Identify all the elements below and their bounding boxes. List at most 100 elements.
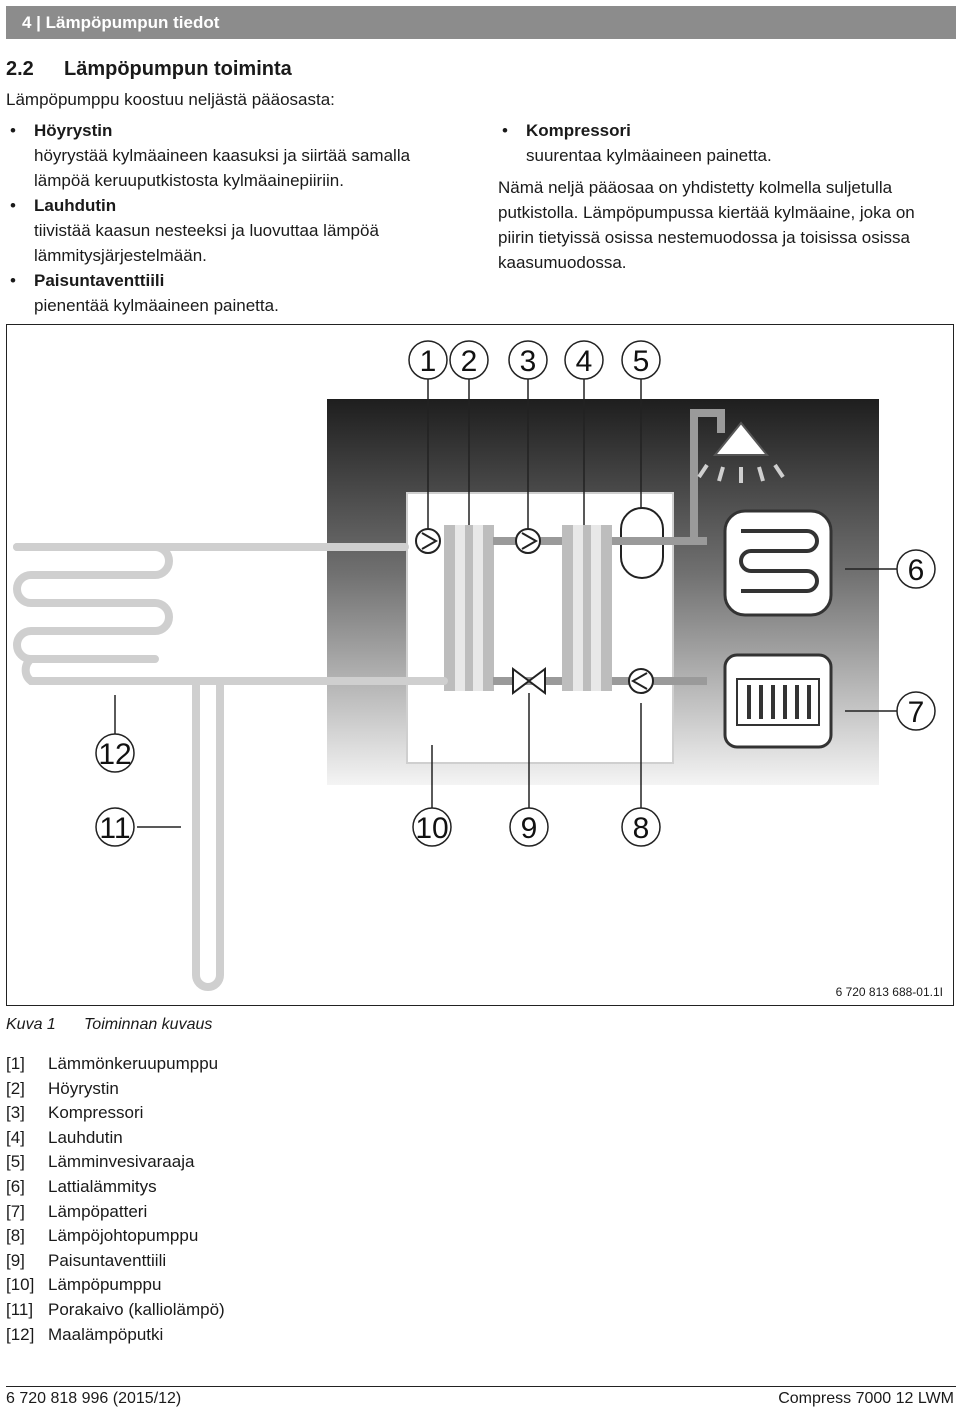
- bullet-icon: •: [502, 121, 508, 140]
- svg-text:2: 2: [461, 345, 478, 378]
- svg-text:4: 4: [576, 345, 593, 378]
- figure-legend: [1] Lämmönkeruupumppu [2] Höyrystin [3] Kom…: [6, 1052, 225, 1347]
- brine-pump-icon: [415, 528, 441, 554]
- legend-text: Lämpöpatteri: [48, 1201, 148, 1221]
- component-list-left: • Höyrystin höyrystää kylmäaineen kaasuk…: [6, 118, 466, 318]
- callout-8: 8: [621, 807, 661, 847]
- list-item-term: Kompressori: [526, 121, 631, 140]
- legend-index: [2]: [6, 1078, 25, 1098]
- condenser-icon: [562, 525, 612, 691]
- bullet-icon: •: [10, 271, 16, 290]
- legend-index: [1]: [6, 1054, 25, 1073]
- legend-text: Lämminvesivaraaja: [48, 1152, 195, 1172]
- legend-index: [12]: [6, 1324, 35, 1344]
- callout-1: 1: [408, 340, 448, 380]
- callout-6: 6: [896, 549, 936, 589]
- list-item: • Paisuntaventtiili pienentää kylmäainee…: [6, 268, 466, 318]
- legend-item: [4] Lauhdutin: [6, 1126, 225, 1151]
- callout-5: 5: [621, 340, 661, 380]
- compressor-icon: [515, 528, 541, 554]
- document-code: 6 720 818 996 (2015/12): [6, 1390, 182, 1407]
- svg-text:12: 12: [98, 738, 131, 771]
- legend-index: [4]: [6, 1127, 25, 1147]
- list-item-term: Lauhdutin: [34, 196, 117, 215]
- bullet-icon: •: [10, 121, 16, 140]
- callout-9: 9: [509, 807, 549, 847]
- figure-code: 6 720 813 688-01.1I: [835, 985, 943, 999]
- legend-text: Lauhdutin: [48, 1127, 123, 1147]
- callout-11: 11: [95, 807, 135, 847]
- legend-index: [7]: [6, 1201, 25, 1221]
- callout-7: 7: [896, 691, 936, 731]
- legend-text: Lämpöpumppu: [48, 1275, 162, 1295]
- legend-item: [7] Lämpöpatteri: [6, 1200, 225, 1225]
- description-paragraph: Nämä neljä pääosaa on yhdistetty kolmell…: [498, 178, 915, 272]
- svg-text:5: 5: [633, 345, 650, 378]
- legend-text: Lämmönkeruupumppu: [48, 1054, 219, 1073]
- legend-text: Höyrystin: [48, 1078, 119, 1098]
- legend-text: Lämpöjohtopumppu: [48, 1226, 199, 1246]
- list-item-description: suurentaa kylmäaineen painetta.: [526, 146, 772, 165]
- svg-text:8: 8: [633, 812, 650, 845]
- list-item-description: pienentää kylmäaineen painetta.: [34, 296, 279, 315]
- evaporator-icon: [444, 525, 494, 691]
- product-name: Compress 7000 12 LWM: [778, 1390, 954, 1407]
- footer-divider: [6, 1386, 956, 1387]
- caption-label: Kuva 1: [6, 1016, 56, 1033]
- svg-text:6: 6: [908, 554, 925, 587]
- legend-item: [12] Maalämpöputki: [6, 1323, 225, 1348]
- component-list-right: • Kompressori suurentaa kylmäaineen pain…: [498, 118, 948, 168]
- legend-item: [11] Porakaivo (kalliolämpö): [6, 1298, 225, 1323]
- list-item: • Höyrystin höyrystää kylmäaineen kaasuk…: [6, 118, 466, 193]
- legend-text: Maalämpöputki: [48, 1324, 164, 1344]
- section-number: 2.2: [6, 58, 34, 80]
- legend-text: Porakaivo (kalliolämpö): [48, 1299, 225, 1319]
- legend-item: [1] Lämmönkeruupumppu: [6, 1052, 225, 1077]
- header-title: 4 | Lämpöpumpun tiedot: [22, 13, 220, 32]
- legend-text: Paisuntaventtiili: [48, 1250, 167, 1270]
- callout-12: 12: [95, 733, 135, 773]
- legend-text: Lattialämmitys: [48, 1176, 157, 1196]
- legend-item: [9] Paisuntaventtiili: [6, 1249, 225, 1274]
- list-item: • Kompressori suurentaa kylmäaineen pain…: [498, 118, 948, 168]
- section-title: Lämpöpumpun toiminta: [64, 58, 292, 80]
- floor-heating-icon: [723, 509, 833, 617]
- svg-text:11: 11: [99, 812, 130, 845]
- legend-index: [6]: [6, 1176, 25, 1196]
- list-item: • Lauhdutin tiivistää kaasun nesteeksi j…: [6, 193, 466, 268]
- legend-item: [2] Höyrystin: [6, 1077, 225, 1102]
- shower-icon: [697, 421, 785, 483]
- legend-item: [3] Kompressori: [6, 1101, 225, 1126]
- list-item-description: tiivistää kaasun nesteeksi ja luovuttaa …: [34, 221, 379, 265]
- callout-4: 4: [564, 340, 604, 380]
- circulation-pump-icon: [628, 668, 654, 694]
- svg-text:1: 1: [420, 345, 437, 378]
- legend-item: [6] Lattialämmitys: [6, 1175, 225, 1200]
- svg-text:7: 7: [908, 696, 925, 729]
- legend-index: [5]: [6, 1152, 25, 1172]
- svg-text:3: 3: [520, 345, 537, 378]
- callout-10: 10: [412, 807, 452, 847]
- legend-text: Kompressori: [48, 1103, 144, 1123]
- section-heading: 2.2 Lämpöpumpun toiminta: [6, 58, 292, 81]
- leader-lines: [114, 379, 897, 828]
- heat-pump-diagram: 1 2 3 4 5 6 7 8: [6, 324, 954, 1006]
- legend-index: [8]: [6, 1226, 25, 1246]
- list-item-term: Höyrystin: [34, 121, 113, 140]
- svg-text:10: 10: [415, 812, 448, 845]
- list-item-term: Paisuntaventtiili: [34, 271, 165, 290]
- legend-item: [10]Lämpöpumppu: [6, 1273, 225, 1298]
- callout-2: 2: [449, 340, 489, 380]
- list-item-description: höyrystää kylmäaineen kaasuksi ja siirtä…: [34, 146, 411, 190]
- page-header: 4 | Lämpöpumpun tiedot: [6, 6, 956, 39]
- callout-3: 3: [508, 340, 548, 380]
- legend-index: [9]: [6, 1250, 25, 1270]
- expansion-valve-icon: [512, 667, 546, 695]
- radiator-icon: [723, 653, 833, 749]
- legend-item: [5] Lämminvesivaraaja: [6, 1150, 225, 1175]
- legend-index: [11]: [6, 1299, 34, 1319]
- legend-item: [8] Lämpöjohtopumppu: [6, 1224, 225, 1249]
- svg-text:9: 9: [521, 812, 538, 845]
- legend-index: [3]: [6, 1103, 25, 1123]
